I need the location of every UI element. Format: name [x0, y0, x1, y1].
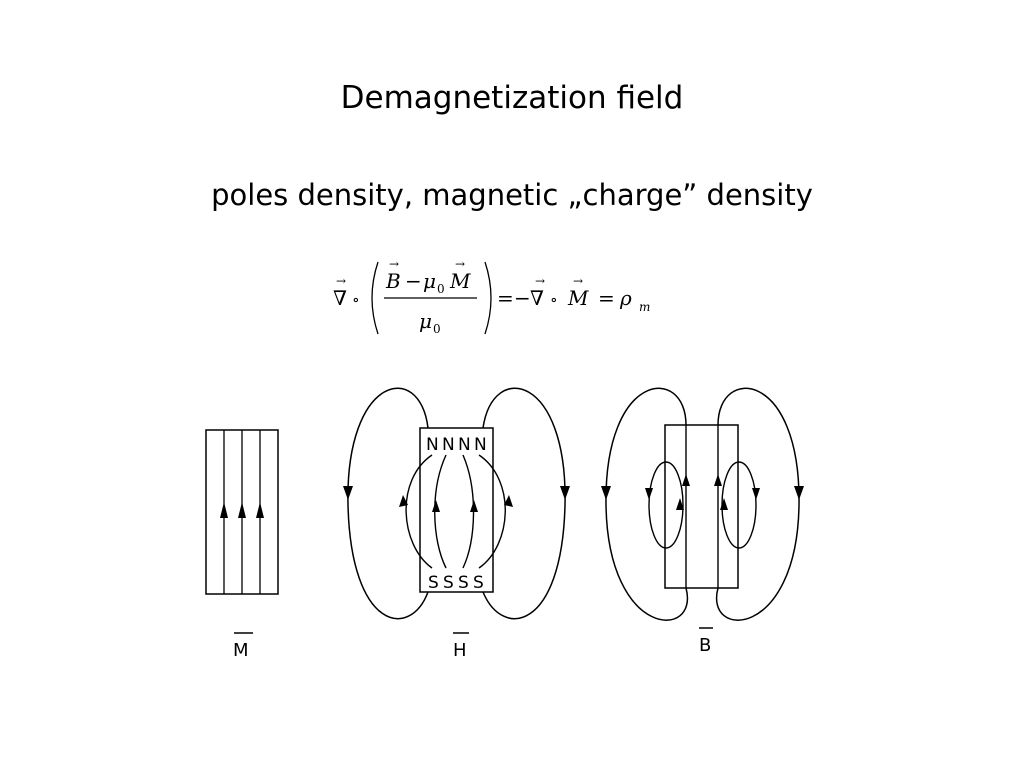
h-pole-s-3: S — [458, 573, 469, 593]
h-inner-arrow-1 — [399, 495, 408, 507]
m-arrow-2 — [238, 502, 246, 518]
h-outer-arrow-left — [343, 486, 353, 500]
b-label: B — [699, 635, 711, 656]
h-inner-arrow-2 — [432, 500, 440, 512]
b-outer-loop-right — [715, 387, 800, 621]
h-inner-arrow-3 — [470, 500, 478, 512]
eq-vec-arrow-2: → — [535, 274, 545, 288]
h-inner-4 — [478, 454, 506, 569]
b-small-arrow-1 — [645, 488, 653, 500]
equation: ∇ → ∘ B → − μ 0 M → μ 0 = − ∇ → ∘ M → = … — [333, 257, 650, 336]
eq-neg: − — [514, 286, 531, 310]
eq-right-paren — [484, 261, 492, 335]
h-pole-s-1: S — [428, 573, 439, 593]
h-pole-s-2: S — [443, 573, 454, 593]
eq-num-minus: − — [405, 269, 422, 293]
h-pole-n-2: N — [442, 435, 455, 455]
h-inner-1 — [405, 454, 433, 569]
slide-subtitle: poles density, magnetic „charge” density — [211, 178, 813, 212]
h-label: H — [453, 640, 467, 661]
eq-nabla-2: ∇ — [530, 286, 544, 310]
h-outer-arrow-right — [560, 486, 570, 500]
eq-rho: ρ — [619, 286, 632, 310]
eq-num-M: M — [449, 269, 471, 293]
b-outer-loop-left — [605, 387, 689, 621]
eq-vec-arrow-3: → — [573, 274, 583, 288]
h-magnet-bar — [419, 427, 494, 593]
eq-num-mu: μ — [423, 269, 436, 293]
eq-num-mu-sub: 0 — [437, 282, 445, 296]
m-label: M — [233, 640, 249, 661]
h-pole-n-4: N — [474, 435, 487, 455]
b-outer-arrow-left — [601, 486, 611, 500]
b-inner-arrow-2 — [714, 474, 722, 486]
eq-dot-2: ∘ — [550, 290, 558, 309]
eq-rhs-M: M — [567, 286, 589, 310]
eq-dot-1: ∘ — [352, 290, 360, 309]
h-outer-loop-left — [347, 387, 429, 620]
b-small-loop-left — [648, 461, 684, 549]
eq-left-paren — [371, 261, 379, 335]
eq-den-mu: μ — [419, 309, 432, 333]
figure-demagnetizing-field: N N N N S S S S H — [343, 387, 570, 661]
figure-induction: B — [601, 387, 804, 656]
eq-num-B: B — [385, 269, 401, 293]
h-pole-n-1: N — [426, 435, 439, 455]
b-small-loop-right — [721, 461, 757, 549]
eq-equals-2: = — [598, 286, 615, 310]
m-arrow-3 — [256, 502, 264, 518]
h-inner-arrow-4 — [504, 495, 513, 507]
b-magnet-bar — [664, 424, 739, 589]
eq-rho-sub: m — [639, 300, 650, 314]
b-inner-arrow-1 — [682, 474, 690, 486]
h-outer-loop-right — [482, 387, 566, 620]
b-small-arrow-3 — [720, 498, 728, 510]
eq-vec-arrow-B: → — [389, 257, 399, 271]
h-inner-2 — [434, 454, 447, 569]
eq-nabla-1: ∇ — [333, 286, 347, 310]
eq-den-mu-sub: 0 — [433, 322, 441, 336]
h-pole-n-3: N — [458, 435, 471, 455]
eq-vec-arrow-M: → — [455, 257, 465, 271]
m-arrow-1 — [220, 502, 228, 518]
figure-magnetization: M — [205, 429, 279, 661]
slide-title: Demagnetization field — [340, 80, 684, 116]
eq-equals-1: = — [497, 286, 514, 310]
b-small-arrow-4 — [752, 488, 760, 500]
h-inner-3 — [462, 454, 475, 569]
eq-vec-arrow-1: → — [336, 274, 346, 288]
h-pole-s-4: S — [473, 573, 484, 593]
b-small-arrow-2 — [676, 498, 684, 510]
b-outer-arrow-right — [794, 486, 804, 500]
